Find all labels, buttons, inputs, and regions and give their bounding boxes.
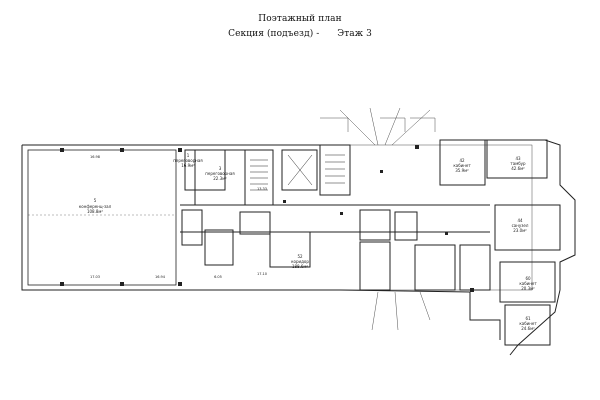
room-1-number: 1: [187, 153, 190, 158]
wall-double: [21, 144, 533, 291]
room-60: [499, 261, 556, 303]
outer-wall-bottom: [21, 145, 501, 340]
elevator-shaft: [281, 149, 318, 191]
room-small-d: [269, 231, 311, 268]
room-small-i: [459, 244, 491, 291]
room-small-g: [359, 241, 391, 291]
conference-hall: [27, 149, 177, 286]
stair-2: [319, 144, 351, 196]
plan-subtitle: Секция (подъезд) - Этаж 3: [0, 29, 600, 39]
room-52-area: 188.6м²: [292, 264, 308, 269]
dimension-label: 6.05: [214, 275, 222, 279]
room-3-number: 3: [219, 166, 222, 171]
room-small-a: [181, 209, 203, 246]
room-52-name: коридор: [291, 259, 309, 264]
section-label: Секция (подъезд) -: [228, 29, 320, 39]
room-61-area: 24.6м²: [521, 326, 535, 331]
room-44-number: 44: [517, 218, 523, 223]
room-1-name: переговорная: [173, 158, 203, 163]
room-small-c: [239, 211, 271, 235]
room-43-area: 42.6м²: [511, 166, 525, 171]
room-44-area: 23.0м²: [513, 228, 527, 233]
room-5-name: конференц-зал: [79, 204, 112, 209]
room-60-name: кабинет: [519, 281, 537, 286]
floor-label: Этаж 3: [337, 29, 372, 39]
room-61-number: 61: [525, 316, 531, 321]
room-3-area: 22.3м²: [213, 176, 227, 181]
room-60-number: 60: [525, 276, 531, 281]
dimension-label: 17.10: [257, 272, 267, 276]
room-43-number: 43: [515, 156, 521, 161]
room-42-name: кабинет: [453, 163, 471, 168]
plan-title: Поэтажный план: [258, 14, 342, 24]
room-42-area: 35.9м²: [455, 168, 469, 173]
stair-1: [244, 149, 274, 206]
room-43: [486, 139, 548, 179]
room-small-h: [414, 244, 456, 291]
room-small-b: [204, 229, 234, 266]
room-5-number: 5: [94, 198, 97, 203]
room-3-name: переговорная: [205, 171, 235, 176]
room-44-name: санузел: [512, 223, 529, 228]
room-1-area: 16.9м²: [181, 163, 195, 168]
room-61: [504, 304, 551, 346]
room-small-f: [394, 211, 418, 241]
dimension-label: 16.98: [90, 155, 100, 159]
dimension-label: 16.94: [155, 275, 166, 279]
room-60-area: 20.3м²: [521, 286, 535, 291]
room-43-name: тамбур: [510, 161, 526, 166]
room-52-number: 52: [297, 254, 303, 259]
dimension-label: 17.03: [90, 275, 100, 279]
room-small-e: [359, 209, 391, 241]
room-42-number: 42: [459, 158, 465, 163]
dimension-label: 13.33: [257, 187, 267, 191]
room-44: [494, 204, 561, 251]
room-61-name: кабинет: [519, 321, 537, 326]
room-5-area: 108.8м²: [87, 209, 103, 214]
room-42: [439, 139, 486, 186]
